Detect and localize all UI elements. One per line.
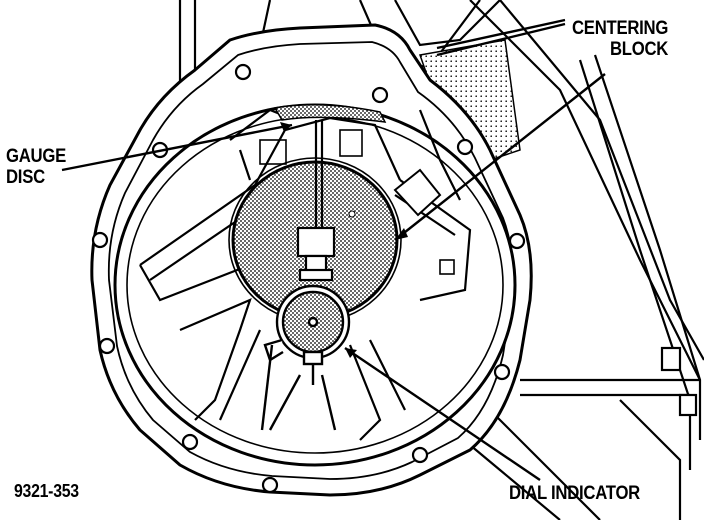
dial-indicator-label: DIAL INDICATOR	[509, 483, 640, 504]
leader-lines	[61, 18, 606, 481]
centering-block-label: CENTERING BLOCK	[572, 18, 669, 60]
centering-block	[296, 120, 336, 282]
gauge-disc-label: GAUGE DISC	[6, 146, 67, 188]
centering-hardware	[393, 168, 442, 217]
dial-indicator	[260, 284, 351, 431]
bolt-holes	[91, 63, 526, 494]
figure-id-label: 9321-353	[14, 481, 79, 501]
